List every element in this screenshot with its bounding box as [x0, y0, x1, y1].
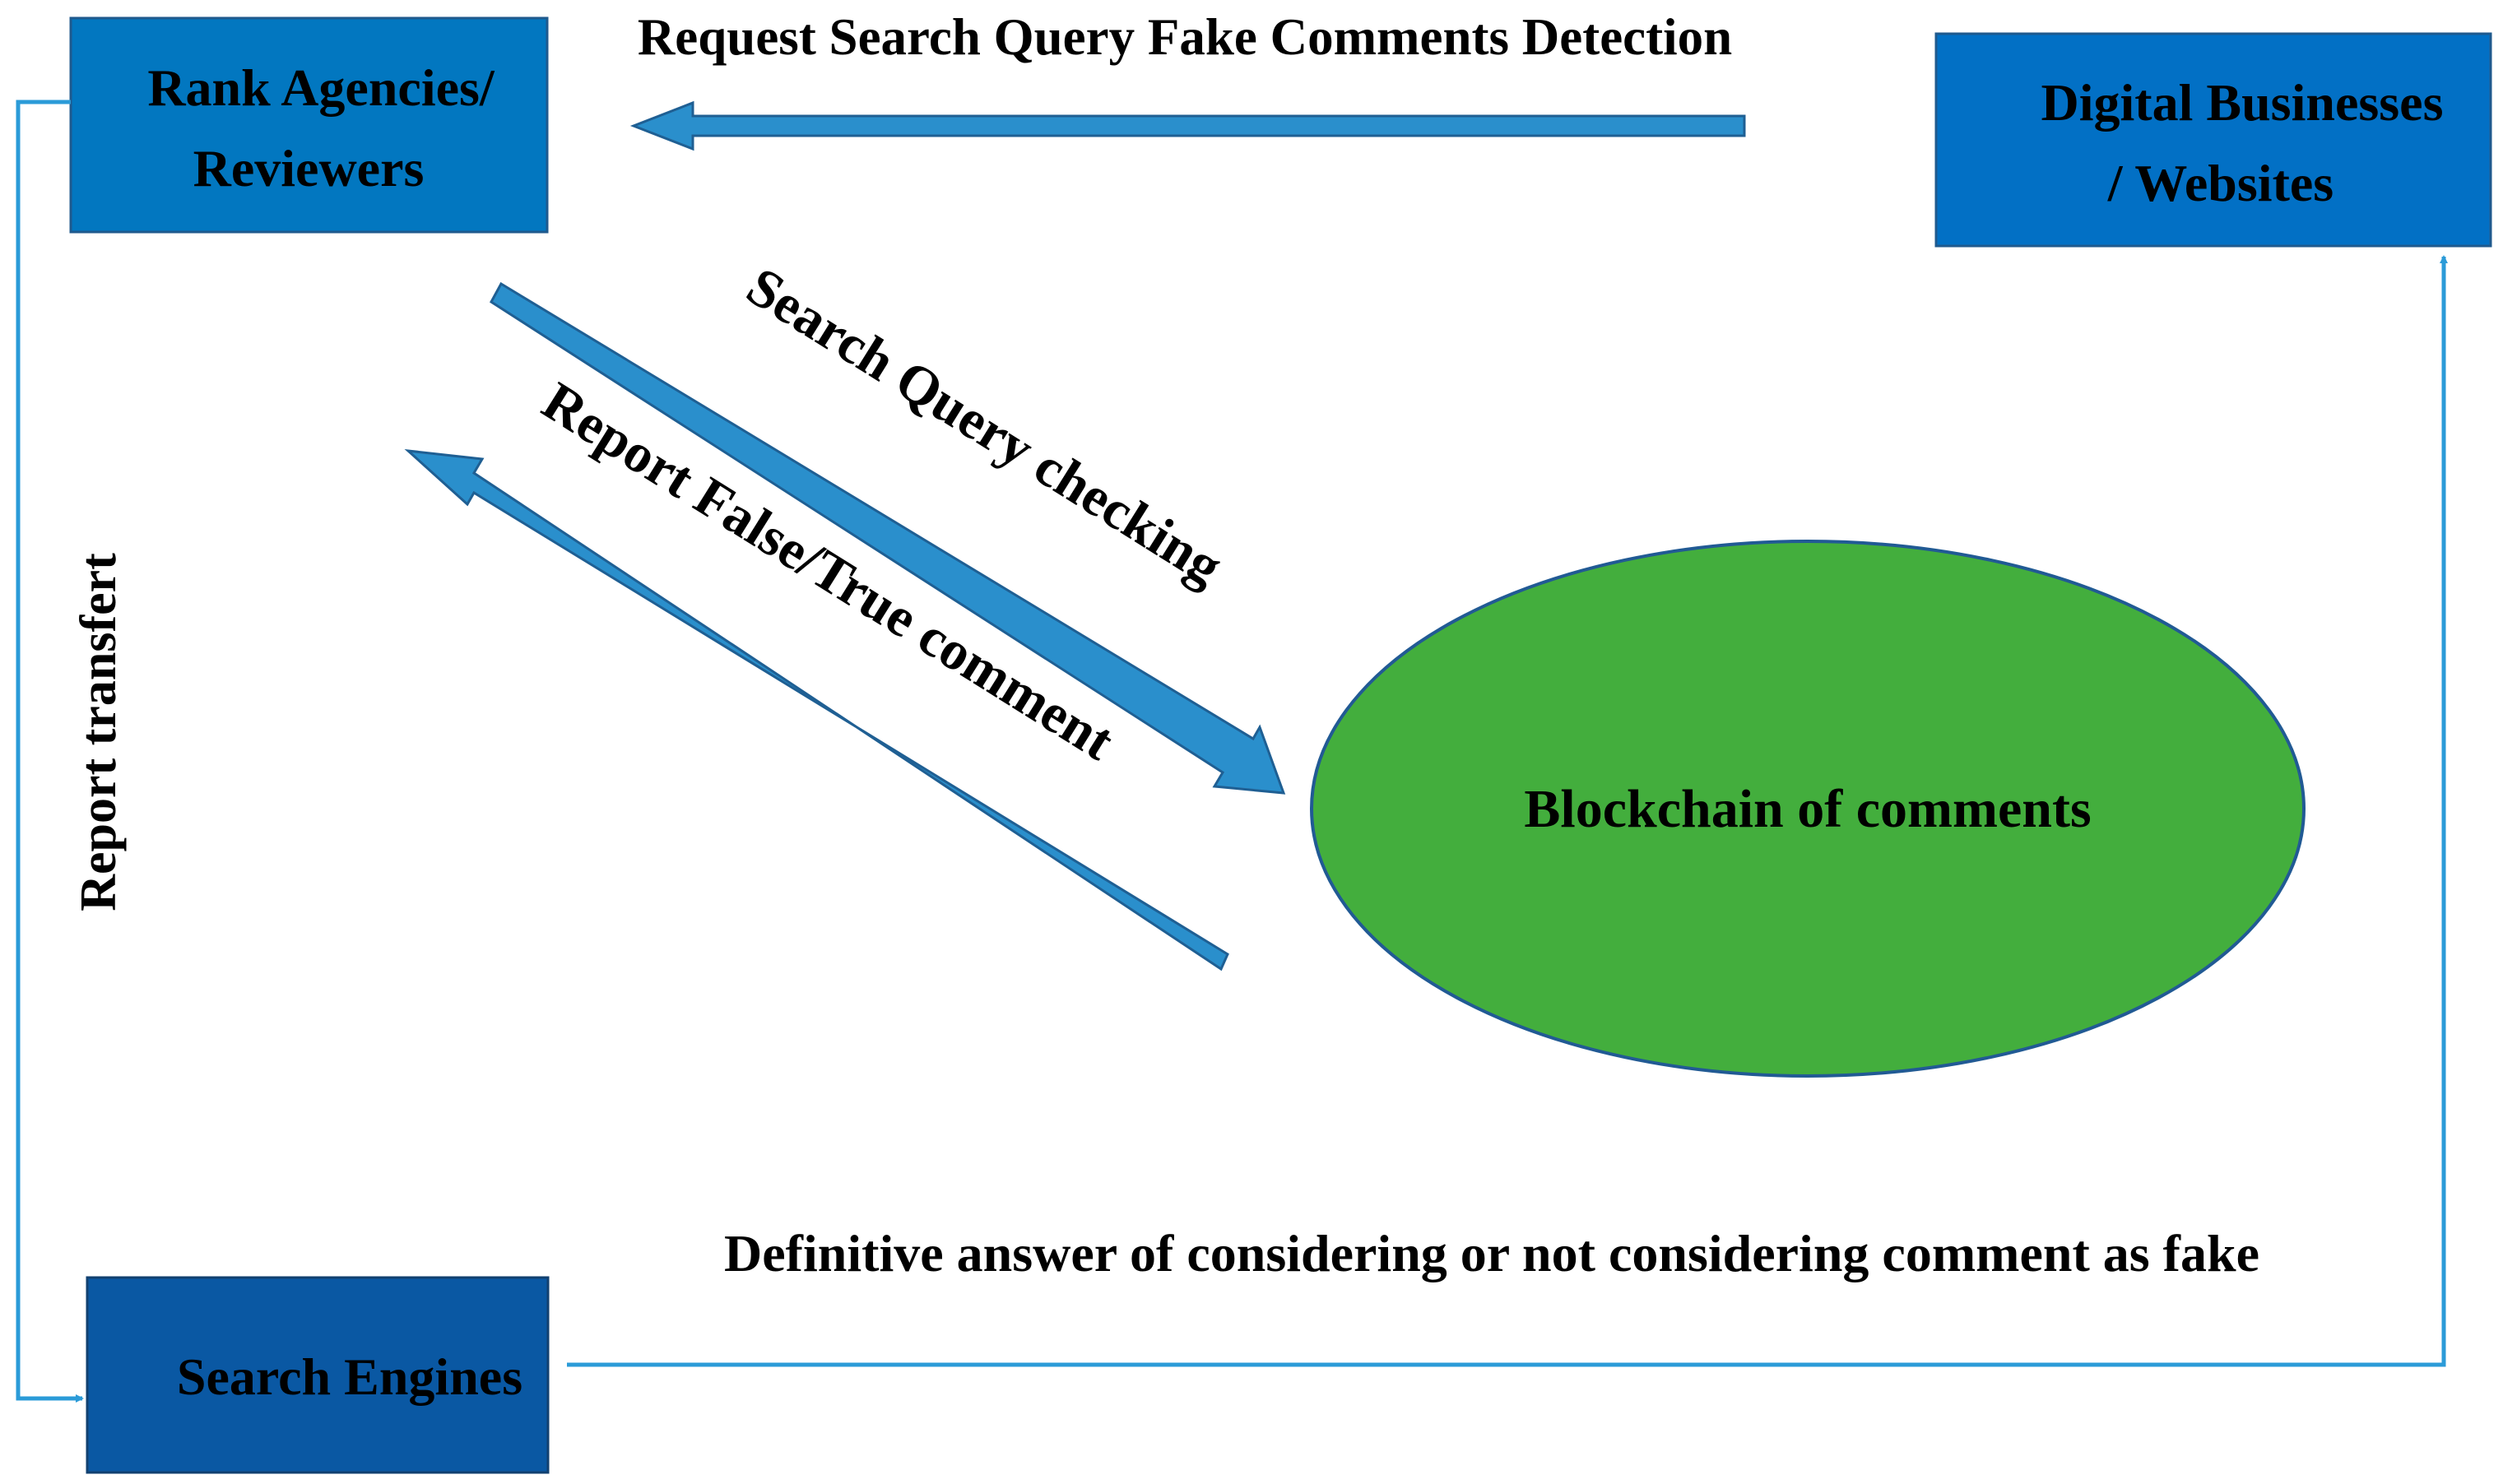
rank-agencies-label-line1: Rank Agencies/	[147, 58, 495, 117]
report-false-true-arrow	[404, 448, 1229, 972]
rank-agencies-label-line2: Reviewers	[193, 139, 425, 197]
rank-agencies-node: Rank Agencies/ Reviewers	[69, 16, 549, 234]
request-arrow	[629, 100, 1746, 151]
digital-businesses-label-line2: / Websites	[2107, 154, 2334, 212]
search-engines-label: Search Engines	[177, 1347, 522, 1406]
rank-agencies-box	[69, 16, 549, 234]
search-query-arrow	[490, 281, 1286, 795]
digital-businesses-box	[1934, 32, 2492, 248]
request-label: Request Search Query Fake Comments Detec…	[638, 8, 1732, 66]
blockchain-label: Blockchain of comments	[1524, 779, 2091, 839]
digital-businesses-node: Digital Businesses / Websites	[1934, 32, 2492, 248]
blockchain-node: Blockchain of comments	[1310, 540, 2306, 1078]
search-engines-box	[86, 1276, 550, 1474]
search-engines-node: Search Engines	[86, 1276, 550, 1474]
definitive-answer-line	[567, 255, 2448, 1367]
blockchain-ellipse	[1310, 540, 2306, 1078]
definitive-answer-label: Definitive answer of considering or not …	[724, 1224, 2259, 1282]
digital-businesses-label-line1: Digital Businesses	[2041, 73, 2444, 132]
report-transfer-label: Report transfert	[71, 553, 127, 911]
report-transfer-line	[16, 100, 84, 1403]
